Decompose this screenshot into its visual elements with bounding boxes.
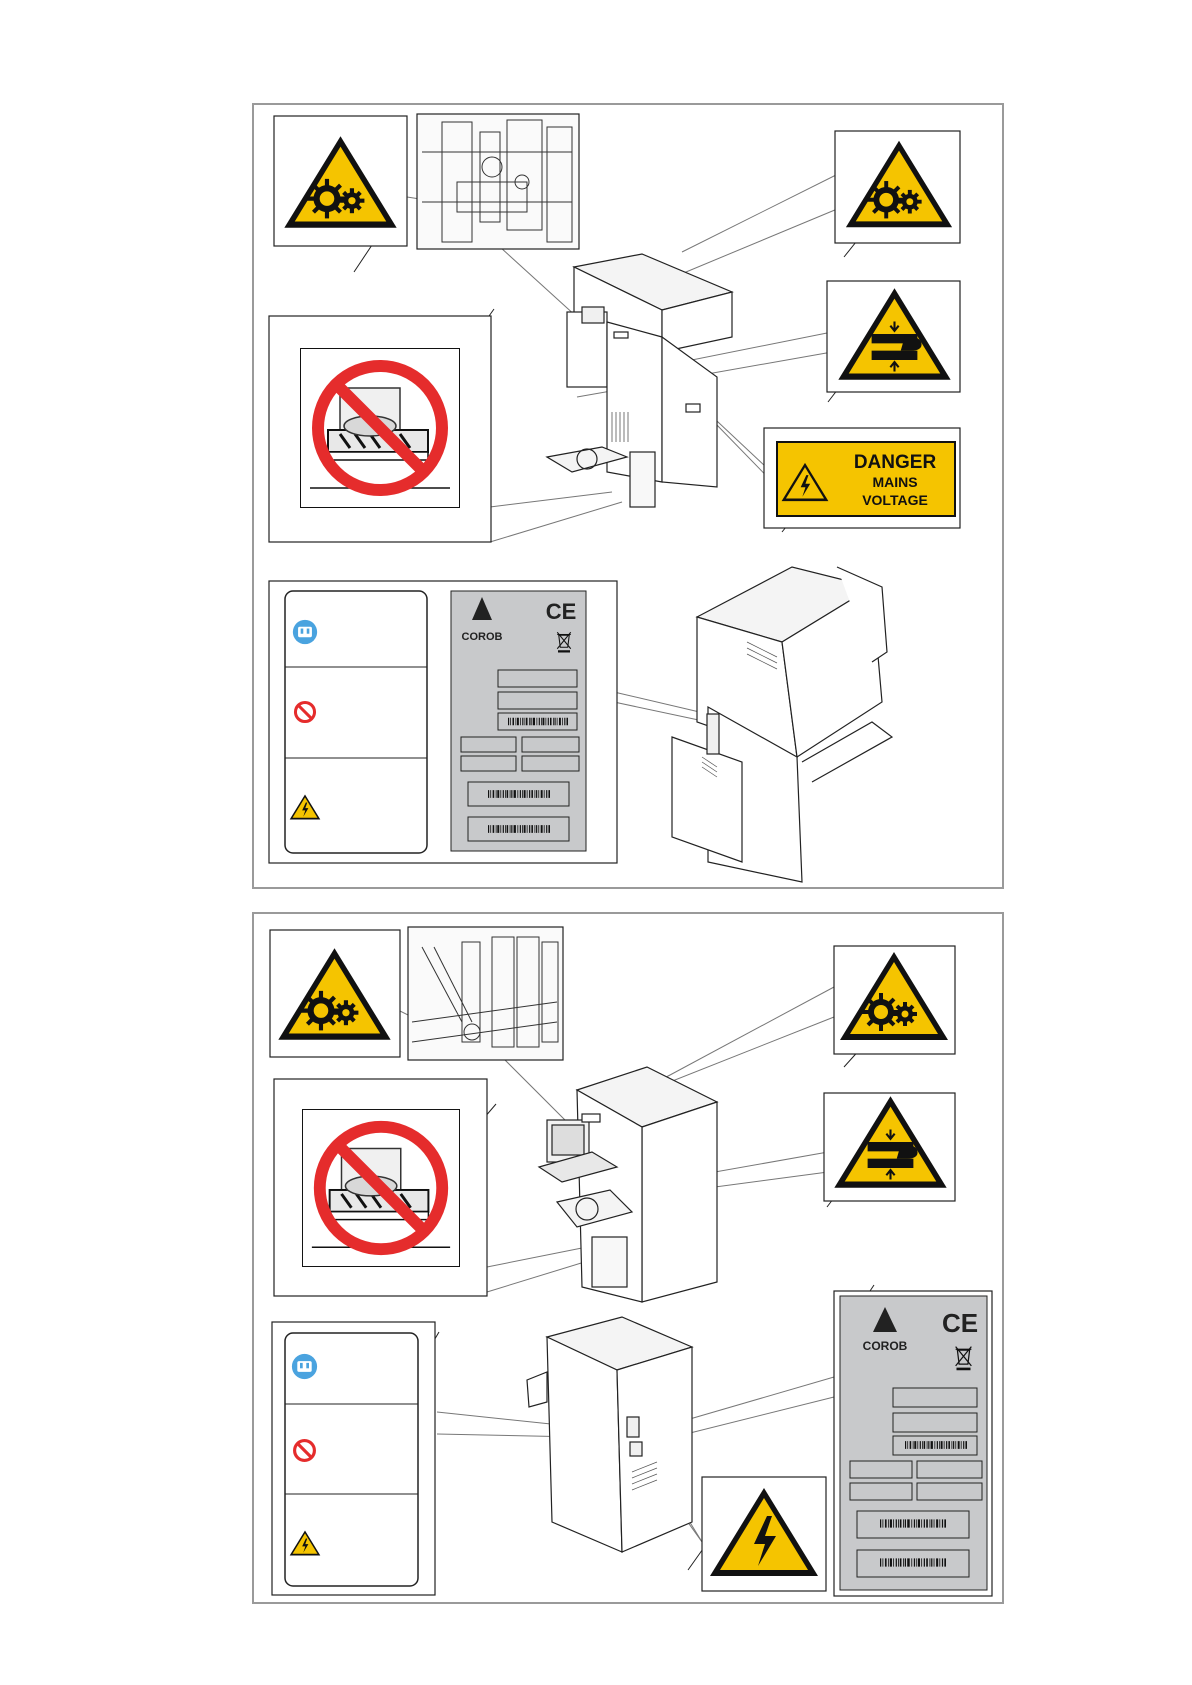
mains-text: MAINS: [872, 474, 917, 490]
entanglement-warning-sign-3: [270, 930, 400, 1057]
electric-hazard-warning-sign: [702, 1477, 826, 1591]
voltage-text: VOLTAGE: [862, 492, 928, 508]
entanglement-warning-sign: [274, 116, 407, 246]
top-panel: DANGER MAINS VOLTAGE: [252, 103, 1004, 889]
brand-name-2: COROB: [863, 1339, 908, 1353]
dispenser-machine-rear: [672, 567, 892, 882]
brand-name: COROB: [462, 631, 503, 643]
tinting-machine-front: [539, 1067, 717, 1302]
top-panel-drawing: DANGER MAINS VOLTAGE: [254, 105, 1002, 887]
hand-crush-warning-sign: [827, 281, 960, 392]
bottom-panel: COROB CE: [252, 912, 1004, 1604]
read-manual-icon: [292, 1354, 317, 1379]
read-manual-icon: [293, 620, 317, 644]
mechanism-detail-view: [417, 114, 579, 249]
entanglement-warning-sign-4: [834, 946, 955, 1054]
hand-crush-warning-sign-2: [824, 1093, 955, 1201]
rating-plate-2: COROB CE: [834, 1291, 992, 1596]
no-standing-on-tray-sign-2: [274, 1079, 487, 1296]
bottom-panel-drawing: COROB CE: [254, 914, 1002, 1602]
no-standing-prohibition-icon: [302, 1109, 460, 1267]
prohibition-icon: [295, 1441, 315, 1461]
danger-text: DANGER: [854, 452, 937, 473]
safety-information-placard-2: [272, 1322, 435, 1595]
mechanism-detail-view-2: [408, 927, 563, 1060]
tinting-machine-rear: [527, 1317, 692, 1552]
dispenser-machine-front: [547, 254, 732, 507]
entanglement-warning-sign-2: [835, 131, 960, 243]
no-standing-on-tray-sign: [269, 316, 491, 542]
ce-mark: CE: [546, 599, 577, 624]
ce-mark-2: CE: [942, 1308, 978, 1338]
no-standing-prohibition-icon: [300, 348, 460, 508]
prohibition-icon: [295, 702, 314, 721]
rating-plate: COROB CE: [451, 591, 586, 851]
danger-mains-voltage-sign: DANGER MAINS VOLTAGE: [764, 428, 960, 528]
